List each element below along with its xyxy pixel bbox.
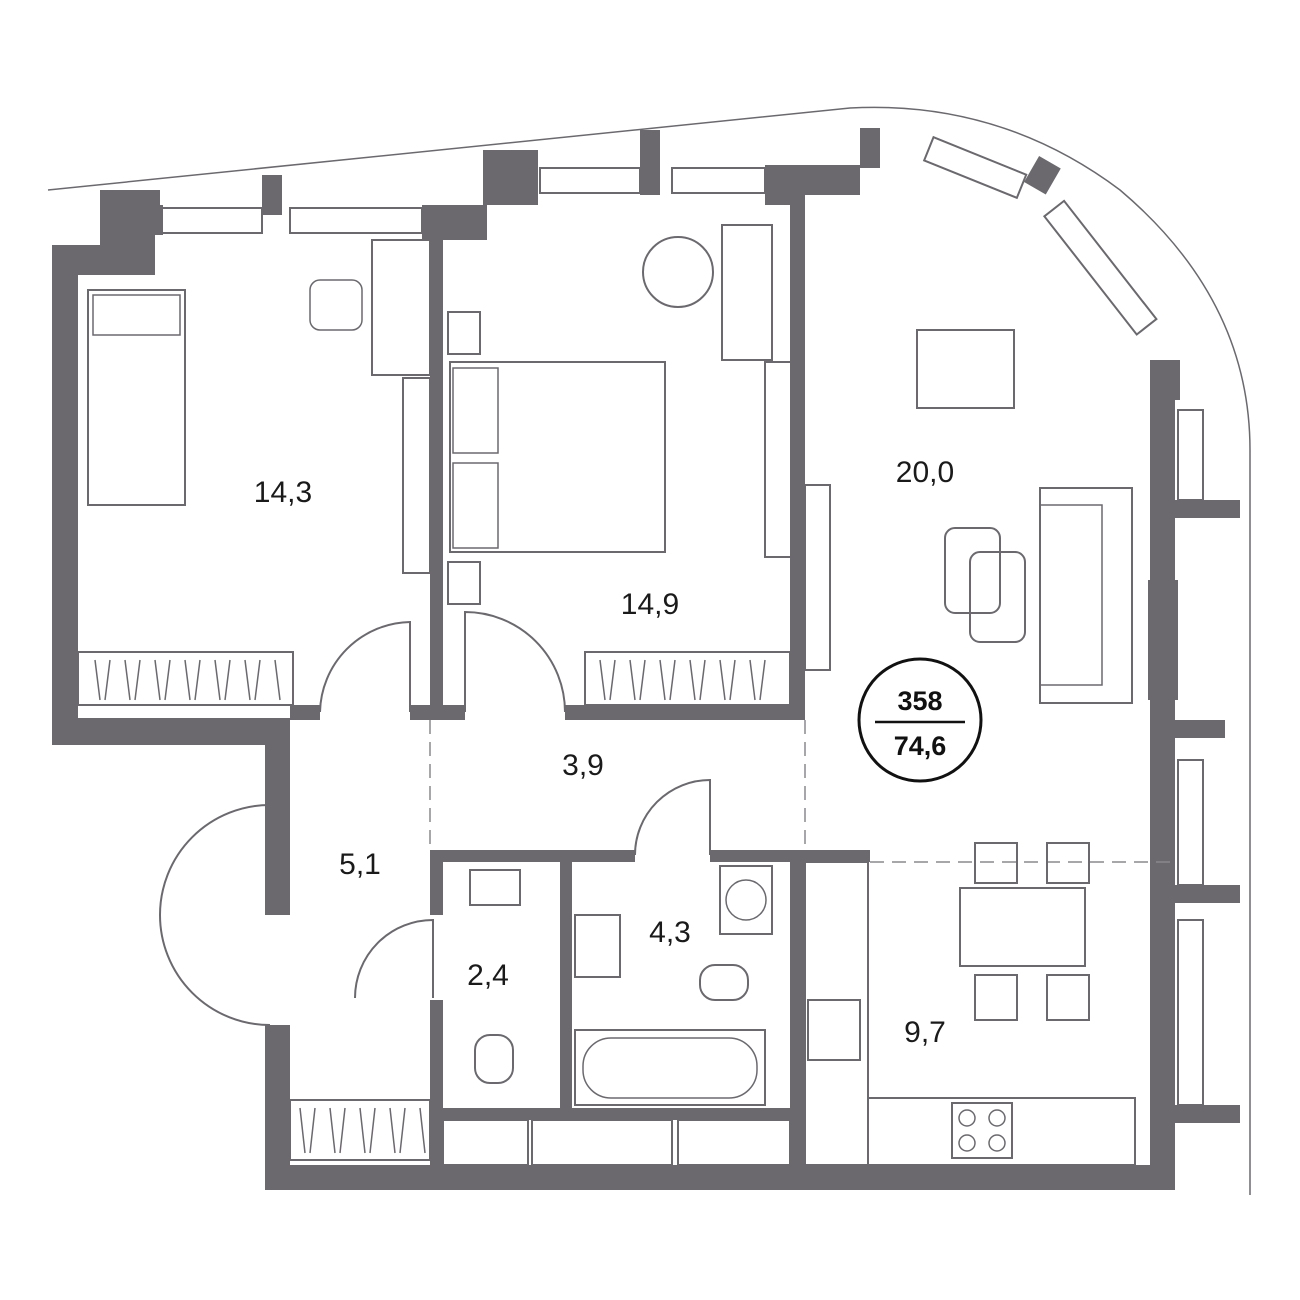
room-area-kitchen: 9,7 [904, 1016, 946, 1049]
wardrobe [289, 1099, 431, 1161]
room-area-toilet: 2,4 [467, 959, 509, 992]
fridge [807, 999, 861, 1061]
apartment-badge: 358 74,6 [857, 657, 983, 783]
room-area-living-room: 20,0 [896, 456, 954, 489]
chair [309, 279, 363, 331]
sofa [1039, 487, 1133, 704]
washing-machine [725, 879, 767, 921]
kitchen-counter [804, 861, 869, 1166]
windows [159, 135, 1204, 1106]
sink [574, 914, 621, 978]
doors [159, 610, 711, 1026]
toilet [699, 964, 749, 1001]
room-area-bedroom-2: 14,9 [621, 588, 679, 621]
walls [52, 128, 1240, 1190]
wardrobe [77, 651, 294, 706]
terrace-outline [47, 106, 1251, 1195]
apartment-number: 358 [897, 686, 942, 716]
toilet [474, 1034, 514, 1084]
dining-table [959, 887, 1086, 967]
total-area: 74,6 [894, 731, 947, 761]
furniture [77, 224, 1136, 1166]
coffee-table [944, 527, 1001, 614]
bed-single [87, 289, 186, 506]
room-area-hallway: 3,9 [562, 749, 604, 782]
bathtub [574, 1029, 766, 1106]
bed-double [449, 361, 666, 553]
armchair [642, 236, 714, 308]
wardrobe [584, 651, 791, 706]
stove [951, 1102, 1013, 1159]
room-area-entrance: 5,1 [339, 848, 381, 881]
desk [371, 239, 431, 376]
room-area-bathroom: 4,3 [649, 916, 691, 949]
sink [469, 869, 521, 906]
armchair [916, 329, 1015, 409]
room-area-bedroom-1: 14,3 [254, 476, 312, 509]
